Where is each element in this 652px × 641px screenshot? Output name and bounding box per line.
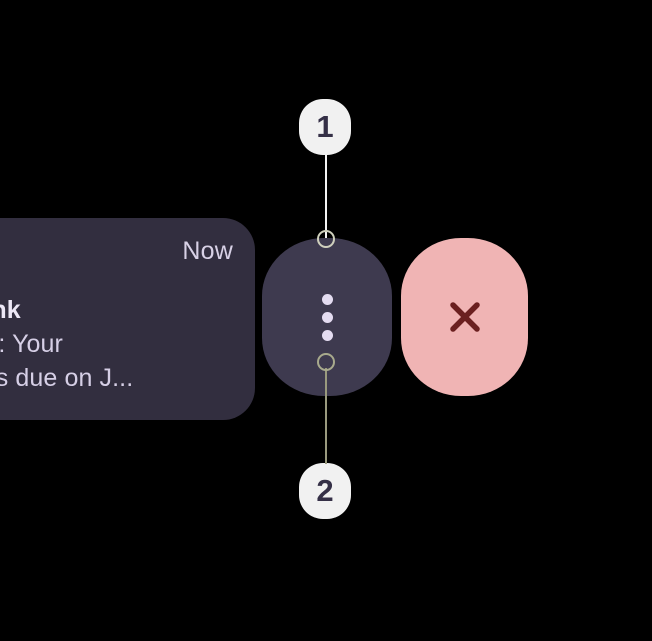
dot-3 [321, 329, 333, 341]
close-x-icon [449, 302, 480, 332]
annotation-anchor-ring-2 [317, 353, 335, 371]
notification-card[interactable]: Now bank der: Your nt is due on J... [0, 218, 255, 420]
annotation-anchor-ring-1 [317, 230, 335, 248]
three-dots-vertical-icon [262, 238, 392, 396]
dismiss-button[interactable] [401, 238, 528, 396]
notification-body-line-1: der: Your [0, 330, 63, 358]
notification-body: bank der: Your nt is due on J... [0, 294, 242, 395]
dot-1 [321, 293, 333, 305]
notification-title: bank [0, 296, 21, 324]
annotation-leader-line-2 [325, 368, 327, 464]
annotation-leader-line-1 [325, 152, 327, 238]
annotation-marker-2: 2 [299, 463, 351, 519]
notification-body-line-2: nt is due on J... [0, 364, 134, 392]
notification-timestamp: Now [182, 237, 233, 265]
dot-2 [321, 311, 333, 323]
more-options-button[interactable] [262, 238, 392, 396]
annotation-marker-1: 1 [299, 99, 351, 155]
